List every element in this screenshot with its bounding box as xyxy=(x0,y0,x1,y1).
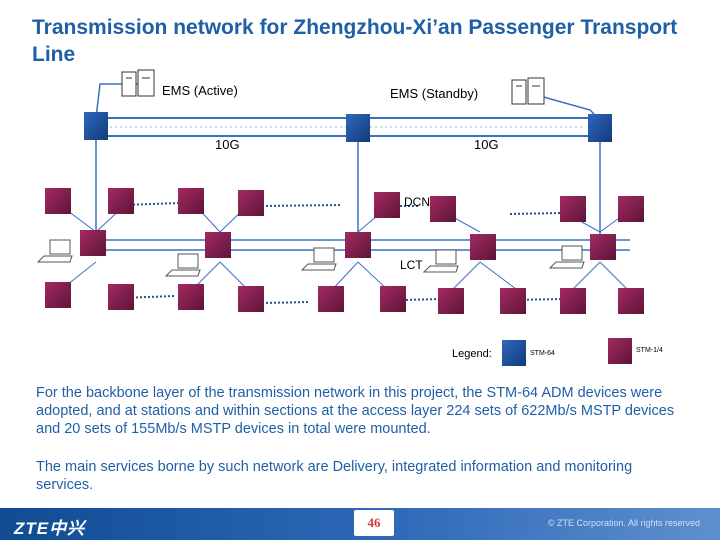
access-node xyxy=(438,288,464,314)
access-node xyxy=(178,284,204,310)
access-node xyxy=(500,288,526,314)
access-node xyxy=(178,188,204,214)
page-number-box: 46 xyxy=(354,510,394,536)
body-paragraph-1: For the backbone layer of the transmissi… xyxy=(36,385,675,437)
access-node xyxy=(318,286,344,312)
access-node xyxy=(374,192,400,218)
ems-standby-label: EMS (Standby) xyxy=(390,86,479,101)
legend-stm64-label: STM-64 xyxy=(530,350,555,357)
laptop-icon xyxy=(36,239,73,263)
ems-active-label: EMS (Active) xyxy=(162,83,238,98)
page-number: 46 xyxy=(367,515,381,530)
legend-stm14-swatch xyxy=(608,338,632,364)
access-node xyxy=(560,288,586,314)
access-node xyxy=(45,282,71,308)
laptop-icons xyxy=(36,239,585,277)
link-10g-left: 10G xyxy=(215,137,240,152)
legend-stm14-label: STM-1/4 xyxy=(636,347,663,354)
link-10g-right: 10G xyxy=(474,137,499,152)
dcn-label: DCN xyxy=(404,195,430,209)
access-node xyxy=(470,234,496,260)
access-node xyxy=(108,188,134,214)
lct-label: LCT xyxy=(400,258,423,272)
access-node xyxy=(205,232,231,258)
access-node xyxy=(45,188,71,214)
ems-server-icon xyxy=(511,77,545,105)
access-node xyxy=(108,284,134,310)
zte-logo: ZTE中兴 xyxy=(14,519,86,538)
access-node xyxy=(238,190,264,216)
body-paragraph-2: The main services borne by such network … xyxy=(36,459,633,493)
access-node xyxy=(380,286,406,312)
backbone-nodes xyxy=(84,112,612,142)
access-node xyxy=(238,286,264,312)
copyright-text: © ZTE Corporation. All rights reserved xyxy=(547,518,700,528)
stm64-node-west xyxy=(84,112,108,140)
stm64-node-east xyxy=(588,114,612,142)
laptop-icon xyxy=(548,245,585,269)
node-ties xyxy=(57,204,631,293)
legend-title: Legend: xyxy=(452,348,492,360)
access-node xyxy=(345,232,371,258)
legend-stm64-swatch xyxy=(502,340,526,366)
access-nodes xyxy=(45,188,644,314)
laptop-icon xyxy=(164,253,201,277)
slide-title: Transmission network for Zhengzhou-Xi’an… xyxy=(32,16,678,66)
laptop-icon xyxy=(300,247,337,271)
access-node xyxy=(618,196,644,222)
access-node xyxy=(618,288,644,314)
footer-bar: ZTE中兴 46 © ZTE Corporation. All rights r… xyxy=(0,508,720,540)
stm64-node-center xyxy=(346,114,370,142)
access-node xyxy=(590,234,616,260)
access-node xyxy=(560,196,586,222)
ems-server-icon xyxy=(121,69,155,97)
laptop-icon xyxy=(422,249,459,273)
access-drops xyxy=(95,140,601,238)
access-node xyxy=(80,230,106,256)
access-node xyxy=(430,196,456,222)
network-diagram xyxy=(36,69,644,366)
